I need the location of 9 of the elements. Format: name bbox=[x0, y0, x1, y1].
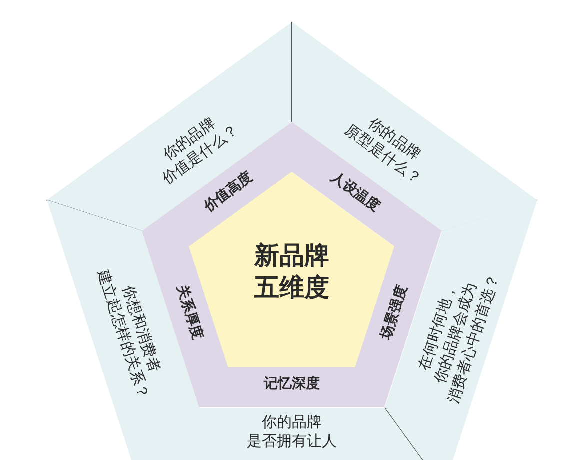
question-text: 你的品牌是否拥有让人 bbox=[246, 412, 337, 450]
question-text: 在何时何地，你的品牌会成为消费者心中的首选？ bbox=[414, 270, 504, 406]
dimension-label: 场景强度 bbox=[378, 284, 412, 342]
dimension-label: 关系厚度 bbox=[172, 284, 206, 342]
question-text: 你想和消费者建立起怎样的关系？ bbox=[94, 266, 165, 402]
dimension-label: 记忆深度 bbox=[264, 376, 320, 394]
dimension-label: 人设温度 bbox=[328, 168, 384, 216]
center-title: 新品牌五维度 bbox=[254, 240, 330, 304]
dimension-label: 价值高度 bbox=[200, 168, 256, 216]
